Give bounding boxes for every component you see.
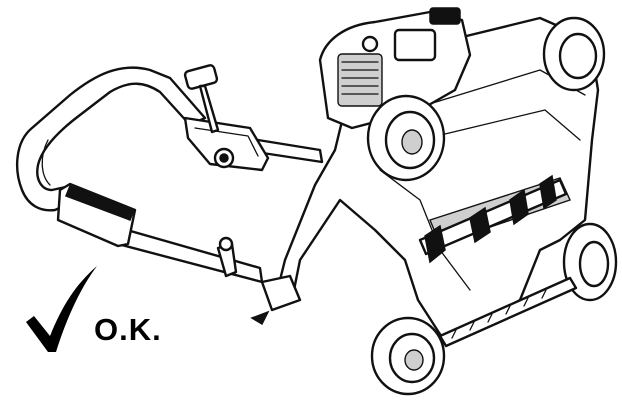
wheel-rear-upper [366, 94, 446, 182]
height-control [183, 64, 270, 172]
wheel-front-upper [542, 16, 606, 92]
wheel-front-lower [562, 222, 618, 302]
rake-bar [438, 276, 578, 348]
engine [318, 7, 472, 130]
ok-label: O.K. [94, 312, 162, 347]
cable-clip [216, 236, 238, 278]
tine-shaft [418, 174, 568, 264]
mount-bracket [250, 274, 302, 326]
checkmark-icon [26, 266, 97, 352]
wheel-rear-lower [370, 316, 446, 396]
handle-bar [16, 66, 207, 212]
ok-indicator: O.K. [24, 266, 184, 356]
handle-grip [56, 182, 137, 248]
